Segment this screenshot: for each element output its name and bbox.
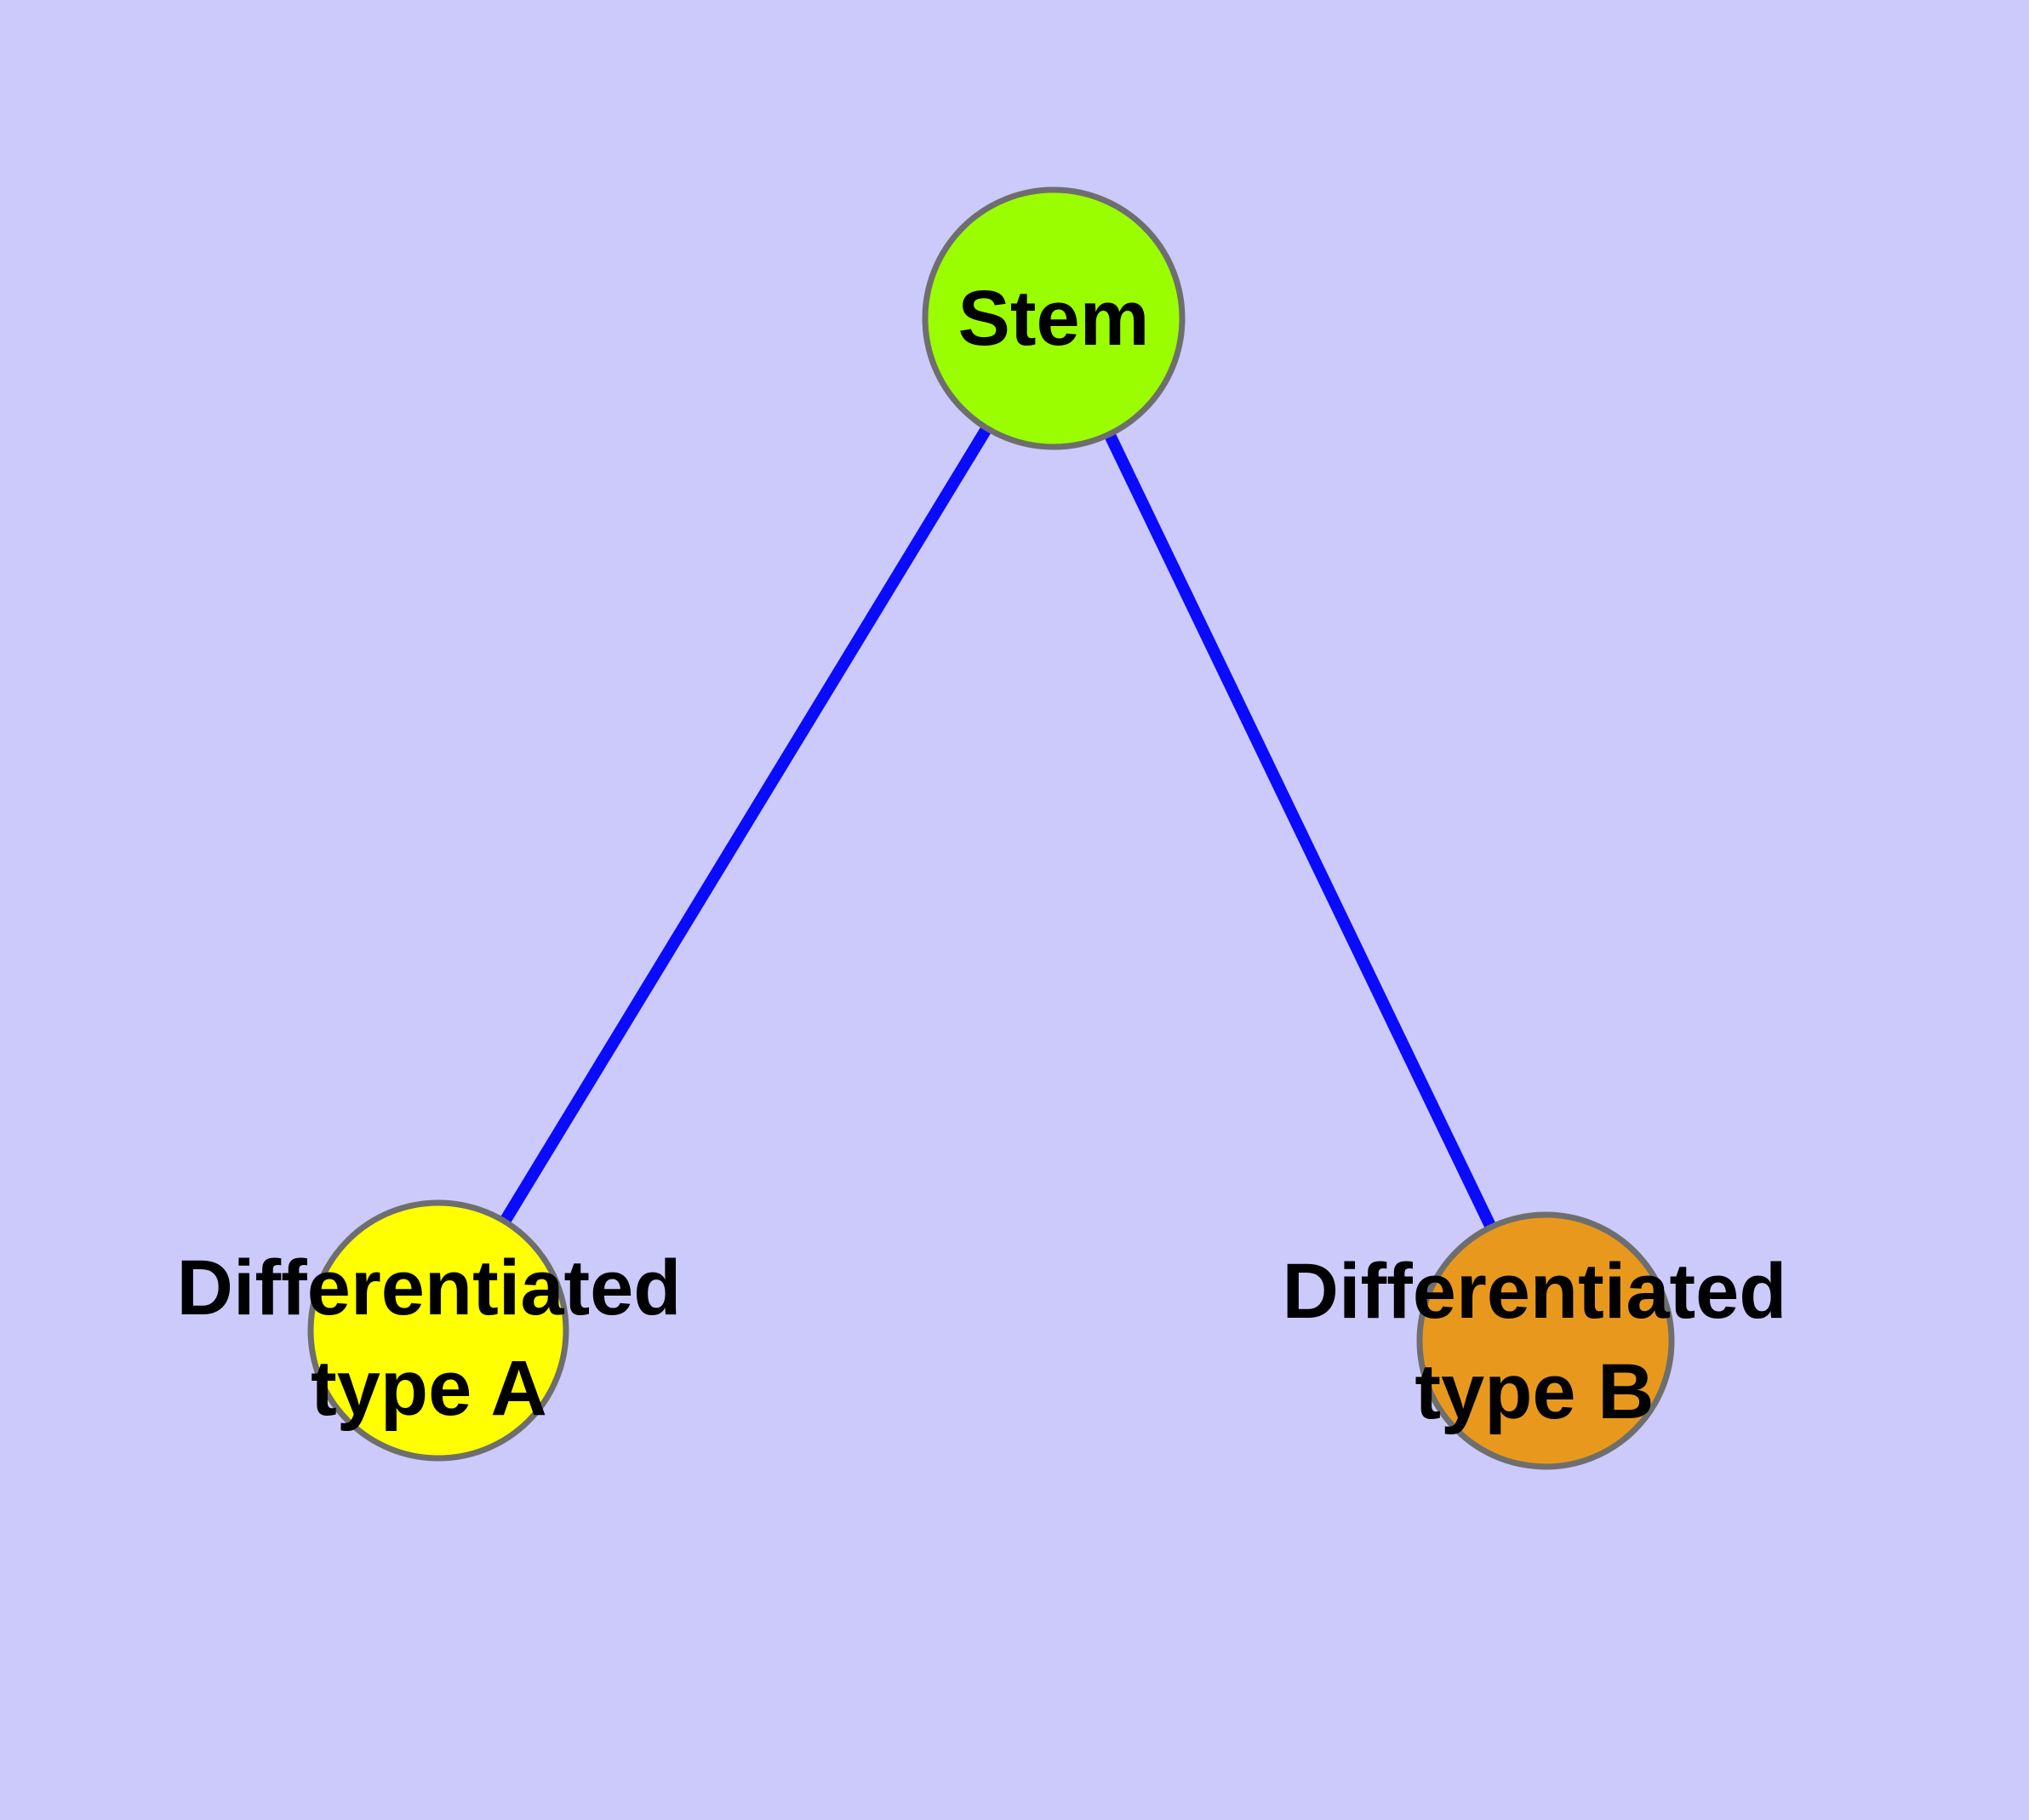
node-type-b-circle — [1416, 1211, 1675, 1470]
edge-stem-to-type-a — [433, 315, 1059, 1334]
node-type-a-label: Differentiated type A — [177, 1238, 682, 1439]
node-type-b-label-line1: Differentiated — [1282, 1248, 1787, 1335]
node-type-a-circle — [307, 1199, 569, 1462]
node-type-a-label-line1: Differentiated — [176, 1245, 682, 1331]
node-type-b-label: Differentiated type B — [1283, 1241, 1787, 1442]
node-type-b-label-line2: type B — [1415, 1348, 1655, 1435]
node-stem-circle — [922, 186, 1186, 450]
node-type-a-label-line2: type A — [311, 1345, 547, 1432]
edge-stem-to-type-b — [1048, 315, 1552, 1344]
node-stem-label: Stem — [957, 275, 1150, 362]
